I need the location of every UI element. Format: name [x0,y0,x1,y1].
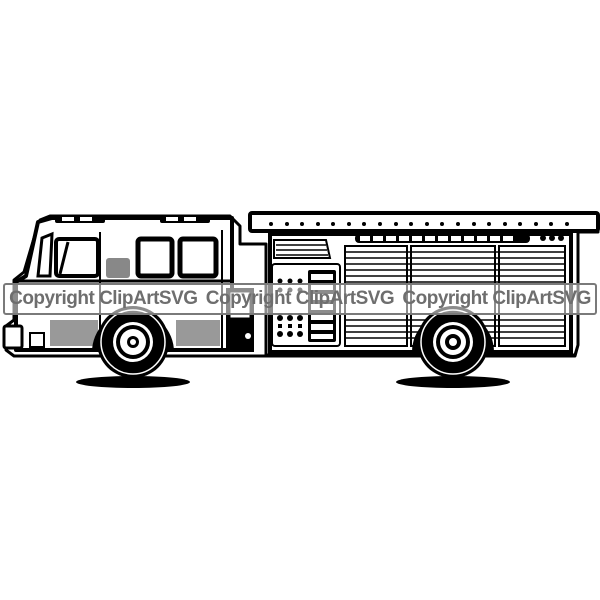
ladder-rungs [269,222,569,226]
rear-window-1 [135,236,175,279]
windshield [36,231,54,278]
watermark-text: Copyright ClipArtSVG [205,288,395,309]
rear-wheel [417,306,489,378]
compartment-stripes [345,251,565,339]
rear-window-2 [177,236,219,279]
watermark-text: Copyright ClipArtSVG [9,288,198,309]
ladder-rail [248,211,600,233]
front-wheel-shadow [76,376,190,388]
watermark-text: Copyright ClipArtSVG [402,288,591,309]
front-wheel [97,306,169,378]
front-bumper [2,324,24,350]
watermark-band: Copyright ClipArtSVG Copyright ClipArtSV… [3,283,597,315]
rear-wheel-shadow [396,376,510,388]
